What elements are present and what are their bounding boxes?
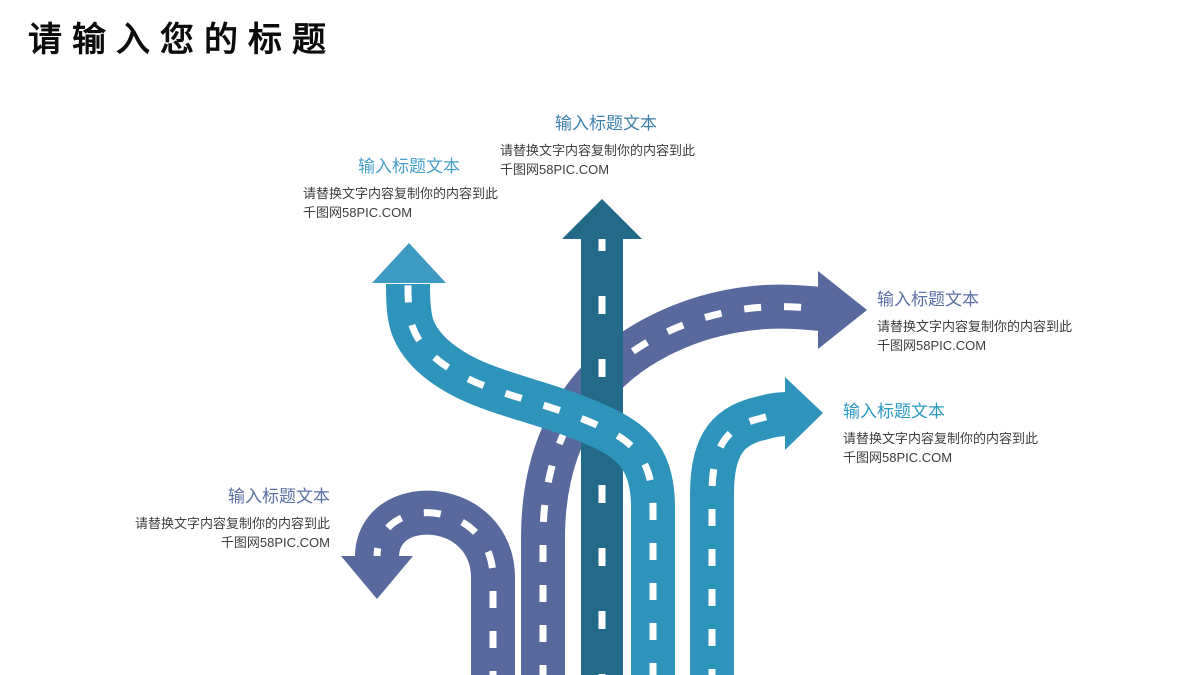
block-body-line2: 千图网58PIC.COM — [843, 450, 953, 465]
road-right-teal-dashes — [708, 410, 789, 675]
block-heading: 输入标题文本 — [228, 487, 330, 506]
block-heading: 输入标题文本 — [877, 290, 979, 309]
page-title: 请输入您的标题 — [28, 20, 336, 60]
road-uturn-body — [355, 490, 515, 675]
road-right-teal — [690, 377, 823, 675]
text-block-right-teal: 输入标题文本 请替换文字内容复制你的内容到此 千图网58PIC.COM — [843, 402, 1055, 467]
block-body-line2: 千图网58PIC.COM — [303, 205, 413, 220]
road-upleft-teal-dashes — [404, 283, 657, 675]
block-body-line1: 请替换文字内容复制你的内容到此 — [303, 186, 499, 201]
upleft-arrowhead — [372, 243, 446, 283]
block-body-line2: 千图网58PIC.COM — [220, 535, 330, 550]
road-right-slate-dashes — [539, 303, 821, 675]
text-block-top-center: 输入标题文本 请替换文字内容复制你的内容到此 千图网58PIC.COM — [500, 114, 712, 179]
block-heading: 输入标题文本 — [358, 157, 460, 176]
block-body-line1: 请替换文字内容复制你的内容到此 — [134, 516, 330, 531]
right-slate-arrowhead — [818, 271, 867, 349]
text-block-upper-left: 输入标题文本 请替换文字内容复制你的内容到此 千图网58PIC.COM — [303, 157, 515, 222]
road-right-teal-body — [690, 392, 789, 675]
block-heading: 输入标题文本 — [555, 114, 657, 133]
block-body-line1: 请替换文字内容复制你的内容到此 — [877, 319, 1073, 334]
road-up-center — [562, 199, 642, 675]
road-uturn-down — [341, 490, 515, 675]
down-arrowhead — [341, 556, 413, 599]
text-block-right-slate: 输入标题文本 请替换文字内容复制你的内容到此 千图网58PIC.COM — [877, 290, 1089, 355]
block-body-line2: 千图网58PIC.COM — [877, 338, 987, 353]
block-body-line1: 请替换文字内容复制你的内容到此 — [500, 143, 696, 158]
right-teal-arrowhead — [785, 377, 823, 450]
road-right-slate — [521, 271, 867, 675]
road-uturn-dashes — [373, 509, 497, 675]
up-arrowhead — [562, 199, 642, 239]
block-heading: 输入标题文本 — [843, 402, 945, 421]
block-body-line2: 千图网58PIC.COM — [500, 162, 610, 177]
block-body-line1: 请替换文字内容复制你的内容到此 — [843, 431, 1039, 446]
road-upleft-teal — [372, 243, 675, 675]
text-block-bottom-left: 输入标题文本 请替换文字内容复制你的内容到此 千图网58PIC.COM — [118, 487, 330, 552]
